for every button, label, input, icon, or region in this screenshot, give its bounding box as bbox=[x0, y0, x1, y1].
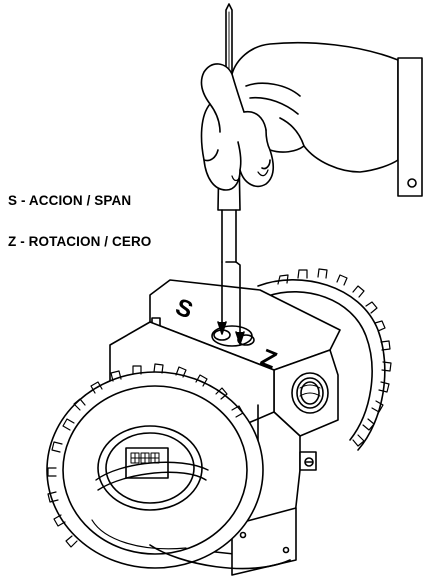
zero-adjust-label: Z - ROTACION / CERO bbox=[8, 234, 152, 249]
span-adjust-label: S - ACCION / SPAN bbox=[8, 193, 132, 208]
hand-with-screwdriver bbox=[200, 3, 423, 345]
housing-base bbox=[149, 544, 291, 570]
transmitter-housing: S Z bbox=[46, 268, 392, 576]
rear-cover bbox=[257, 268, 392, 451]
ground-screw bbox=[299, 451, 317, 471]
hand bbox=[200, 41, 399, 191]
sleeve-cuff bbox=[397, 57, 423, 197]
top-block: S Z bbox=[149, 279, 341, 413]
nameplate bbox=[231, 507, 297, 576]
front-cover bbox=[46, 363, 264, 569]
conduit-port bbox=[273, 349, 339, 437]
